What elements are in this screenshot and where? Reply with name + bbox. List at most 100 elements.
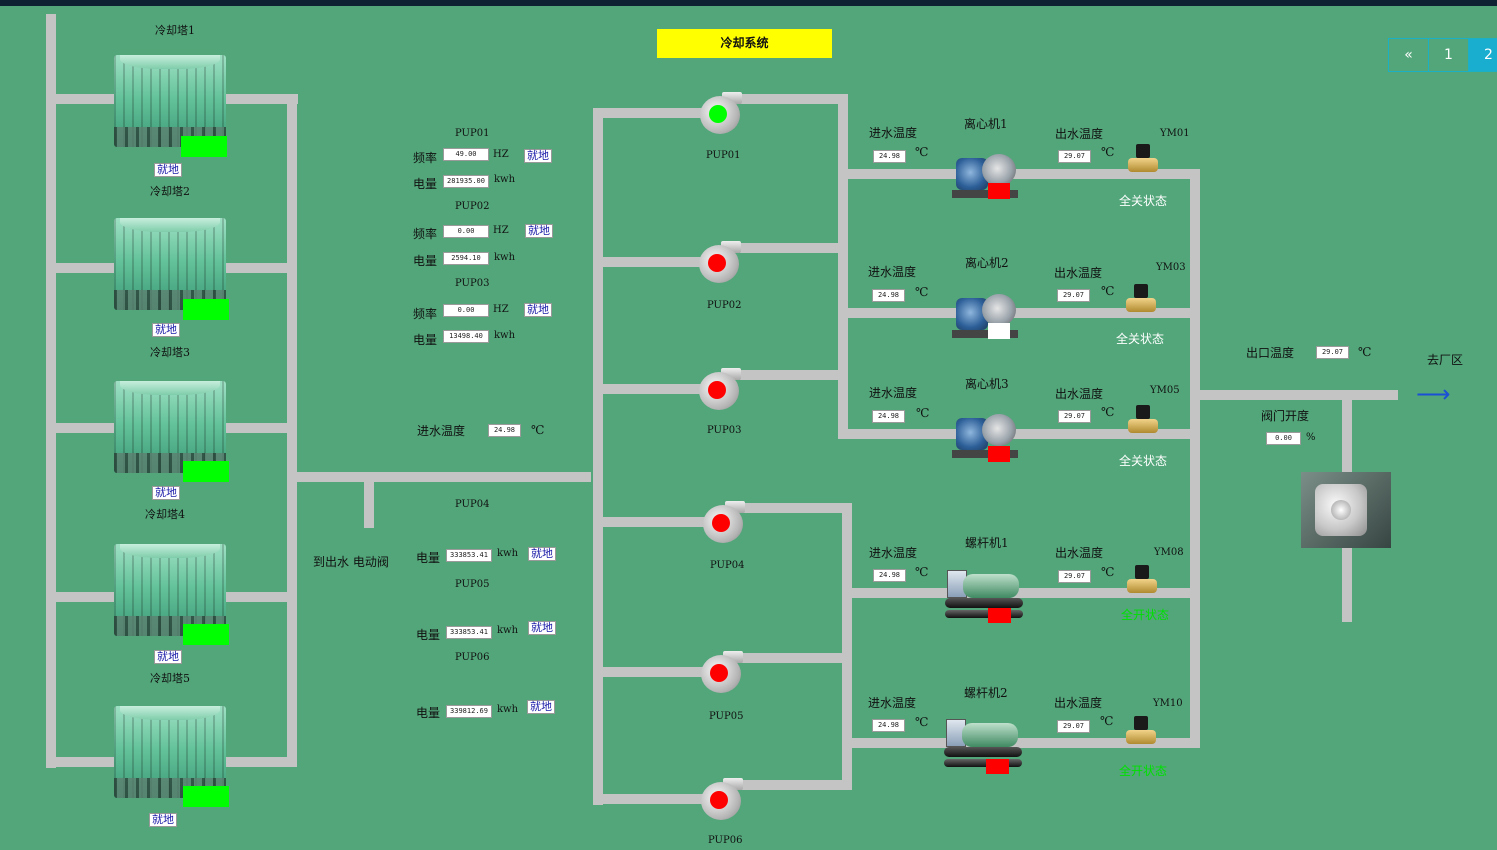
in-temp-unit: ℃	[915, 285, 929, 299]
pipe-tower-top	[226, 94, 298, 104]
tower-mode-badge[interactable]: 就地	[152, 323, 180, 337]
energy-value: 2594.10	[443, 252, 489, 265]
freq-value: 0.00	[443, 304, 489, 317]
screw-chiller-icon[interactable]	[945, 568, 1025, 626]
tower-mode-badge[interactable]: 就地	[152, 486, 180, 500]
pump-status-indicator	[708, 381, 726, 399]
pump-icon[interactable]	[701, 651, 743, 693]
pump-status-indicator	[709, 105, 727, 123]
pipe-chiller-row	[838, 169, 1200, 179]
out-temp-label: 出水温度	[1054, 266, 1103, 280]
pump-name: PUP06	[455, 652, 490, 663]
valve-state: 全开状态	[1119, 764, 1168, 778]
cooling-tower-icon[interactable]	[114, 55, 226, 147]
cooling-tower-icon[interactable]	[114, 706, 226, 798]
centrifugal-chiller-icon[interactable]	[952, 292, 1020, 340]
pump-label: PUP05	[709, 711, 744, 722]
pipe-tower-row	[226, 423, 290, 433]
motorized-valve-icon[interactable]	[1301, 472, 1391, 548]
pipe-chiller-header-lower	[842, 503, 852, 790]
energy-label: 电量	[416, 706, 441, 720]
pump-mode-badge[interactable]: 就地	[525, 224, 553, 238]
chiller-status-indicator	[988, 446, 1010, 462]
pump-mode-badge[interactable]: 就地	[528, 547, 556, 561]
valve-tag: YM01	[1160, 128, 1190, 139]
outlet-destination: 去厂区	[1427, 353, 1464, 367]
freq-unit: HZ	[493, 225, 509, 236]
pump-name: PUP04	[455, 499, 490, 510]
pump-icon[interactable]	[700, 92, 742, 134]
outlet-valve-label: 到出水 电动阀	[313, 555, 389, 569]
cooling-tower-icon[interactable]	[114, 544, 226, 636]
pump-mode-badge[interactable]: 就地	[528, 621, 556, 635]
tower-name: 冷却塔5	[150, 672, 190, 685]
solenoid-valve-icon[interactable]	[1128, 144, 1158, 174]
pipe-outlet	[1198, 390, 1398, 400]
freq-label: 频率	[413, 227, 438, 241]
centrifugal-chiller-icon[interactable]	[952, 152, 1020, 200]
energy-unit: kwh	[494, 252, 516, 263]
pump-label: PUP06	[708, 835, 743, 846]
inlet-temp-label: 进水温度	[417, 424, 466, 438]
out-temp-value: 29.07	[1058, 570, 1091, 583]
tower-mode-badge[interactable]: 就地	[149, 813, 177, 827]
out-temp-value: 29.07	[1058, 410, 1091, 423]
pump-name: PUP01	[455, 128, 490, 139]
cooling-tower-icon[interactable]	[114, 218, 226, 310]
energy-value: 339812.69	[446, 705, 492, 718]
pump-mode-badge[interactable]: 就地	[524, 149, 552, 163]
pump-icon[interactable]	[699, 368, 741, 410]
pump-icon[interactable]	[699, 241, 741, 283]
solenoid-valve-icon[interactable]	[1126, 716, 1156, 746]
valve-state: 全开状态	[1121, 608, 1170, 622]
tower-status-indicator	[183, 299, 229, 320]
energy-label: 电量	[413, 333, 438, 347]
tower-name: 冷却塔1	[155, 24, 195, 37]
pump-mode-badge[interactable]: 就地	[524, 303, 552, 317]
out-temp-unit: ℃	[1101, 565, 1115, 579]
pump-icon[interactable]	[701, 778, 743, 820]
solenoid-valve-icon[interactable]	[1126, 284, 1156, 314]
pump-icon[interactable]	[703, 501, 745, 543]
pager-page-2-button[interactable]: 2	[1469, 39, 1497, 71]
pump-label: PUP02	[707, 300, 742, 311]
pump-status-indicator	[710, 664, 728, 682]
in-temp-label: 进水温度	[868, 696, 917, 710]
pump-mode-badge[interactable]: 就地	[527, 700, 555, 714]
pipe-tower-row	[226, 757, 290, 767]
valve-tag: YM10	[1153, 698, 1183, 709]
tower-name: 冷却塔2	[150, 185, 190, 198]
centrifugal-chiller-icon[interactable]	[952, 412, 1020, 460]
tower-name: 冷却塔3	[150, 346, 190, 359]
chiller-status-indicator	[988, 183, 1010, 199]
solenoid-valve-icon[interactable]	[1127, 565, 1157, 595]
tower-mode-badge[interactable]: 就地	[154, 163, 182, 177]
pump-name: PUP02	[455, 201, 490, 212]
pager-page-1-button[interactable]: 1	[1429, 39, 1469, 71]
screw-chiller-icon[interactable]	[944, 717, 1024, 775]
pipe-pump-row	[593, 384, 701, 394]
pipe-pump-row	[593, 794, 705, 804]
pipe-pump-row	[593, 667, 703, 677]
pipe-pump-row	[593, 517, 705, 527]
pipe-tower-left	[46, 14, 56, 768]
cooling-tower-icon[interactable]	[114, 381, 226, 473]
pipe-tower-row	[226, 263, 290, 273]
tower-mode-badge[interactable]: 就地	[154, 650, 182, 664]
out-temp-label: 出水温度	[1054, 696, 1103, 710]
tower-name: 冷却塔4	[145, 508, 185, 521]
pipe-pump-header	[593, 110, 603, 805]
outlet-temp-label: 出口温度	[1246, 346, 1295, 360]
pipe-pump-out	[740, 653, 850, 663]
pager-prev-button[interactable]: «	[1389, 39, 1429, 71]
pipe-tower-row	[46, 423, 116, 433]
freq-value: 49.00	[443, 148, 489, 161]
chiller-name: 离心机1	[964, 117, 1008, 131]
solenoid-valve-icon[interactable]	[1128, 405, 1158, 435]
in-temp-value: 24.98	[872, 410, 905, 423]
energy-unit: kwh	[497, 704, 519, 715]
tower-status-indicator	[183, 461, 229, 482]
tower-status-indicator	[181, 136, 227, 157]
pipe-pump-out	[740, 370, 846, 380]
freq-label: 频率	[413, 151, 438, 165]
